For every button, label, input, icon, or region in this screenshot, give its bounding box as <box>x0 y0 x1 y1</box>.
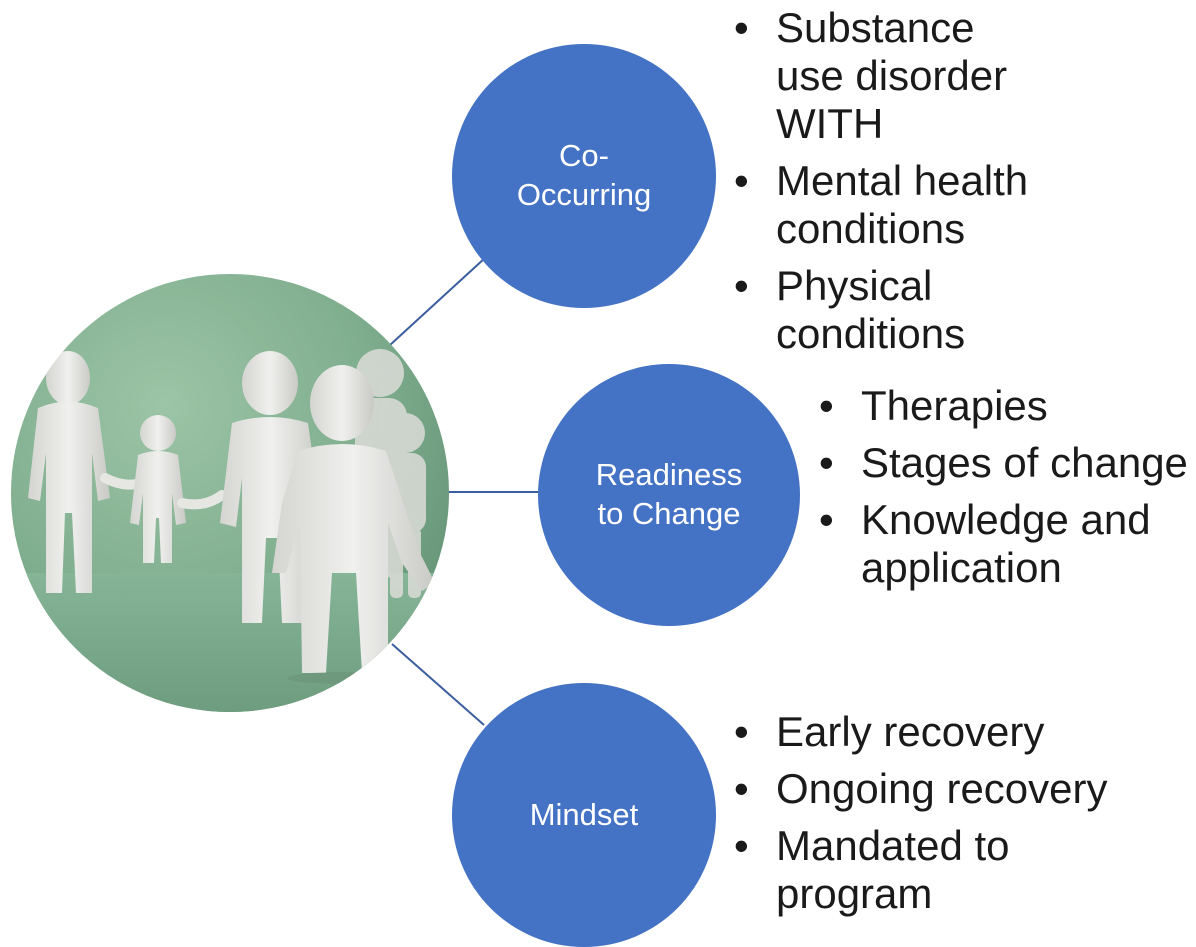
figure-front-adult-icon <box>272 365 435 673</box>
center-photo <box>11 274 449 712</box>
bullet-item: Mental health conditions <box>732 157 1052 253</box>
bullet-item: Early recovery <box>732 708 1192 756</box>
node-readiness-label: Readiness to Change <box>596 456 742 534</box>
node-label-line: to Change <box>597 496 741 531</box>
node-mindset: Mindset <box>452 683 716 947</box>
bullets-mindset: Early recovery Ongoing recovery Mandated… <box>732 708 1192 927</box>
node-co-occurring-label: Co- Occurring <box>517 137 651 215</box>
node-label-line: Readiness <box>595 457 743 493</box>
bullets-readiness-to-change: Therapies Stages of change Knowledge and… <box>817 382 1196 601</box>
bullet-item: Physical conditions <box>732 262 1052 358</box>
node-label-line: Co- <box>559 138 609 174</box>
connector-mindset <box>391 643 485 726</box>
bullet-item: Therapies <box>817 382 1196 430</box>
bullet-item: Stages of change <box>817 439 1196 487</box>
node-mindset-label: Mindset <box>530 796 639 835</box>
bullet-item: Mandated to program <box>732 822 1056 918</box>
bullet-item: Ongoing recovery <box>732 765 1192 813</box>
node-label-line: Occurring <box>516 177 652 212</box>
figure-left-adult-icon <box>28 351 110 593</box>
node-label-line: Mindset <box>529 796 639 832</box>
bullets-co-occurring: Substance use disorder WITH Mental healt… <box>732 4 1052 367</box>
bullet-item: Substance use disorder WITH <box>732 4 1052 148</box>
figure-child-icon <box>130 415 186 563</box>
bullet-item: Knowledge and application <box>817 496 1196 592</box>
node-readiness-to-change: Readiness to Change <box>538 364 800 626</box>
connector-co-occurring <box>389 257 486 346</box>
node-co-occurring: Co- Occurring <box>452 44 716 308</box>
